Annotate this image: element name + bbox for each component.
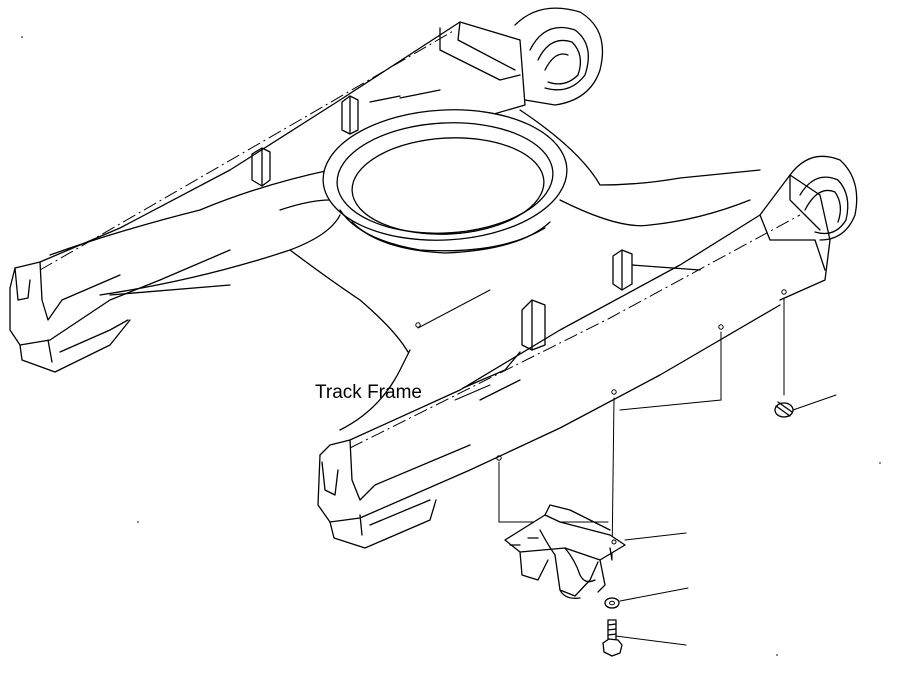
track-frame-label: Track Frame (315, 382, 422, 403)
guide-lines (417, 289, 785, 561)
upper-side-beam (9, 21, 526, 373)
scan-specks (21, 36, 881, 656)
plug-part (774, 394, 837, 418)
track-guard-bracket (504, 504, 626, 599)
washer-part (604, 587, 689, 609)
lower-side-beam (317, 174, 831, 549)
bolt-part (602, 619, 687, 657)
upper-rear-eye (514, 7, 604, 106)
swing-circle-ring (322, 109, 568, 254)
mounting-holes (415, 289, 787, 461)
post-brackets (251, 89, 701, 351)
leader-line-bracket (611, 532, 687, 545)
center-crossmember (49, 109, 761, 353)
track-frame-callout: Track Frame (315, 382, 422, 403)
lower-rear-eye (789, 155, 858, 241)
